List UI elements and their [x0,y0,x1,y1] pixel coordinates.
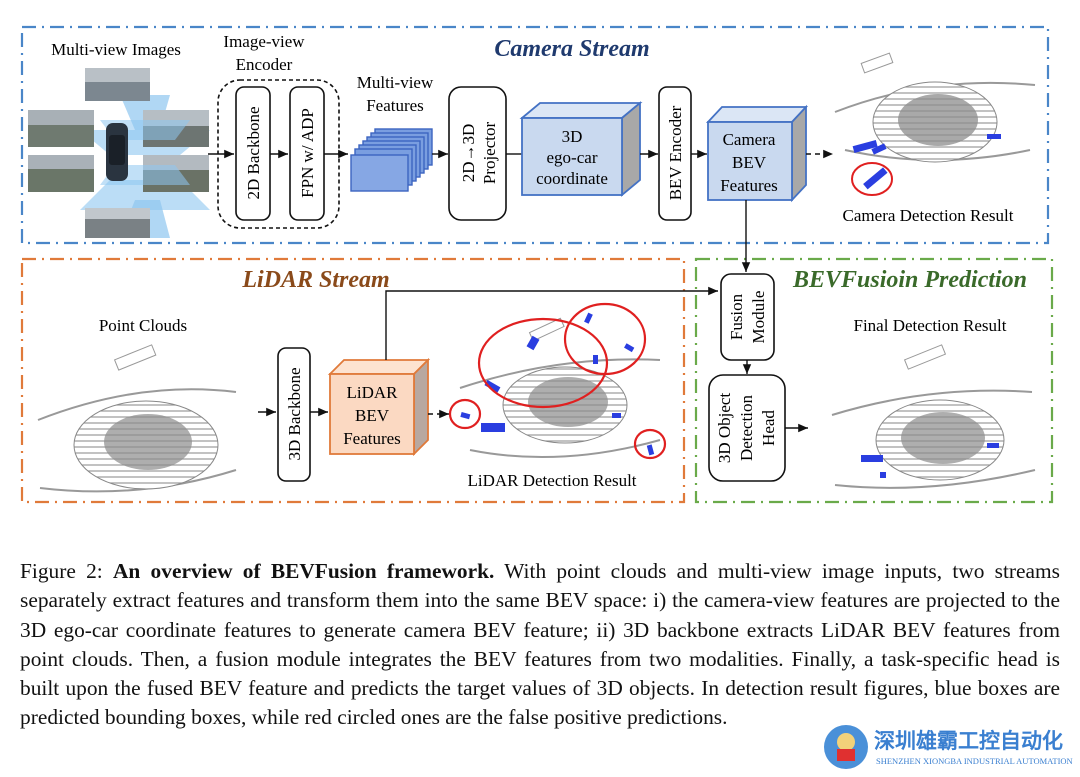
detection-box [861,455,883,462]
false-positive-circle [633,428,667,460]
caption-prefix: Figure 2: [20,559,113,583]
lidar-stream-title: LiDAR Stream [241,267,389,293]
head-label-3: Head [759,410,778,446]
fusion-title: BEVFusioin Prediction [792,267,1027,293]
features-label-1: Multi-view [357,73,434,92]
false-positive-circle [477,317,609,409]
lidar-detection-result-label: LiDAR Detection Result [467,471,636,490]
camera-stream-frame [20,25,1050,245]
false-positive-circle [448,398,482,430]
detection-box [987,443,999,448]
projector-label-1: 2D→3D [459,124,478,183]
watermark-chinese: 深圳雄霸工控自动化 [874,729,1063,753]
detection-box [987,134,1001,139]
lidar-detection-result-image [448,302,667,460]
camera-detection-result-image [834,52,1036,196]
projector-label-2: Projector [480,122,499,185]
ego-car-coordinate-cube [519,101,643,197]
final-detection-result-image [831,344,1036,489]
bev-encoder-label: BEV Encoder [666,105,685,200]
cam-bev-label-1: Camera [723,130,776,149]
watermark-english: SHENZHEN XIONGBA INDUSTRIAL AUTOMATION [876,756,1073,766]
lidar-bev-label-3: Features [343,429,401,448]
point-clouds-label: Point Clouds [99,316,187,335]
caption-title: An overview of BEVFusion framework. [112,559,495,583]
detection-box [484,379,501,393]
ego-label-2: ego-car [547,148,598,167]
final-detection-result-label: Final Detection Result [854,316,1007,335]
detection-box [852,139,878,153]
head-label-1: 3D Object [715,393,734,464]
detection-box [593,355,598,364]
multiview-images-figure [28,68,210,238]
detection-box [460,412,471,420]
fusion-label-2: Module [749,291,768,344]
watermark: 深圳雄霸工控自动化 SHENZHEN XIONGBA INDUSTRIAL AU… [822,722,1080,772]
multiview-features-stack [350,128,433,192]
detection-box [880,472,886,478]
detection-box [612,413,621,418]
cam-bev-label-2: BEV [732,153,767,172]
lidar-bev-label-1: LiDAR [347,383,399,402]
bevfusion-diagram: Camera Stream LiDAR Stream BEVFusioin Pr… [20,25,1054,504]
detection-box [526,335,540,351]
fusion-frame [694,257,1054,504]
detection-box [584,312,593,324]
features-label-2: Features [366,96,424,115]
lidar-bev-label-2: BEV [355,406,390,425]
camera-bev-features-cube [705,104,809,203]
head-label-2: Detection [737,394,756,461]
camera-detection-result-label: Camera Detection Result [843,206,1014,225]
lidar-stream-frame [20,257,686,504]
encoder-label-1: Image-view [223,32,305,51]
figure-caption: Figure 2: An overview of BEVFusion frame… [20,557,1060,733]
multiview-images-label: Multi-view Images [51,40,181,59]
2d-backbone-label: 2D Backbone [244,106,263,199]
detection-box [481,423,505,432]
false-positive-circle [563,302,647,376]
lidar-bev-features-cube [327,357,431,457]
fpn-label: FPN w/ ADP [298,108,317,198]
detection-box [871,143,887,155]
fusion-label-1: Fusion [727,293,746,340]
cam-bev-label-3: Features [720,176,778,195]
encoder-label-2: Encoder [236,55,293,74]
3d-backbone-box [277,347,311,482]
ego-label-1: 3D [562,127,583,146]
detection-box [624,343,635,353]
caption-body: With point clouds and multi-view image i… [20,559,1060,730]
detection-box [646,444,655,456]
camera-stream-title: Camera Stream [494,36,649,62]
detection-box [863,167,888,190]
point-clouds-image [37,344,237,493]
ego-label-3: coordinate [536,169,608,188]
3d-backbone-label: 3D Backbone [285,367,304,460]
false-positive-circle [851,162,893,196]
